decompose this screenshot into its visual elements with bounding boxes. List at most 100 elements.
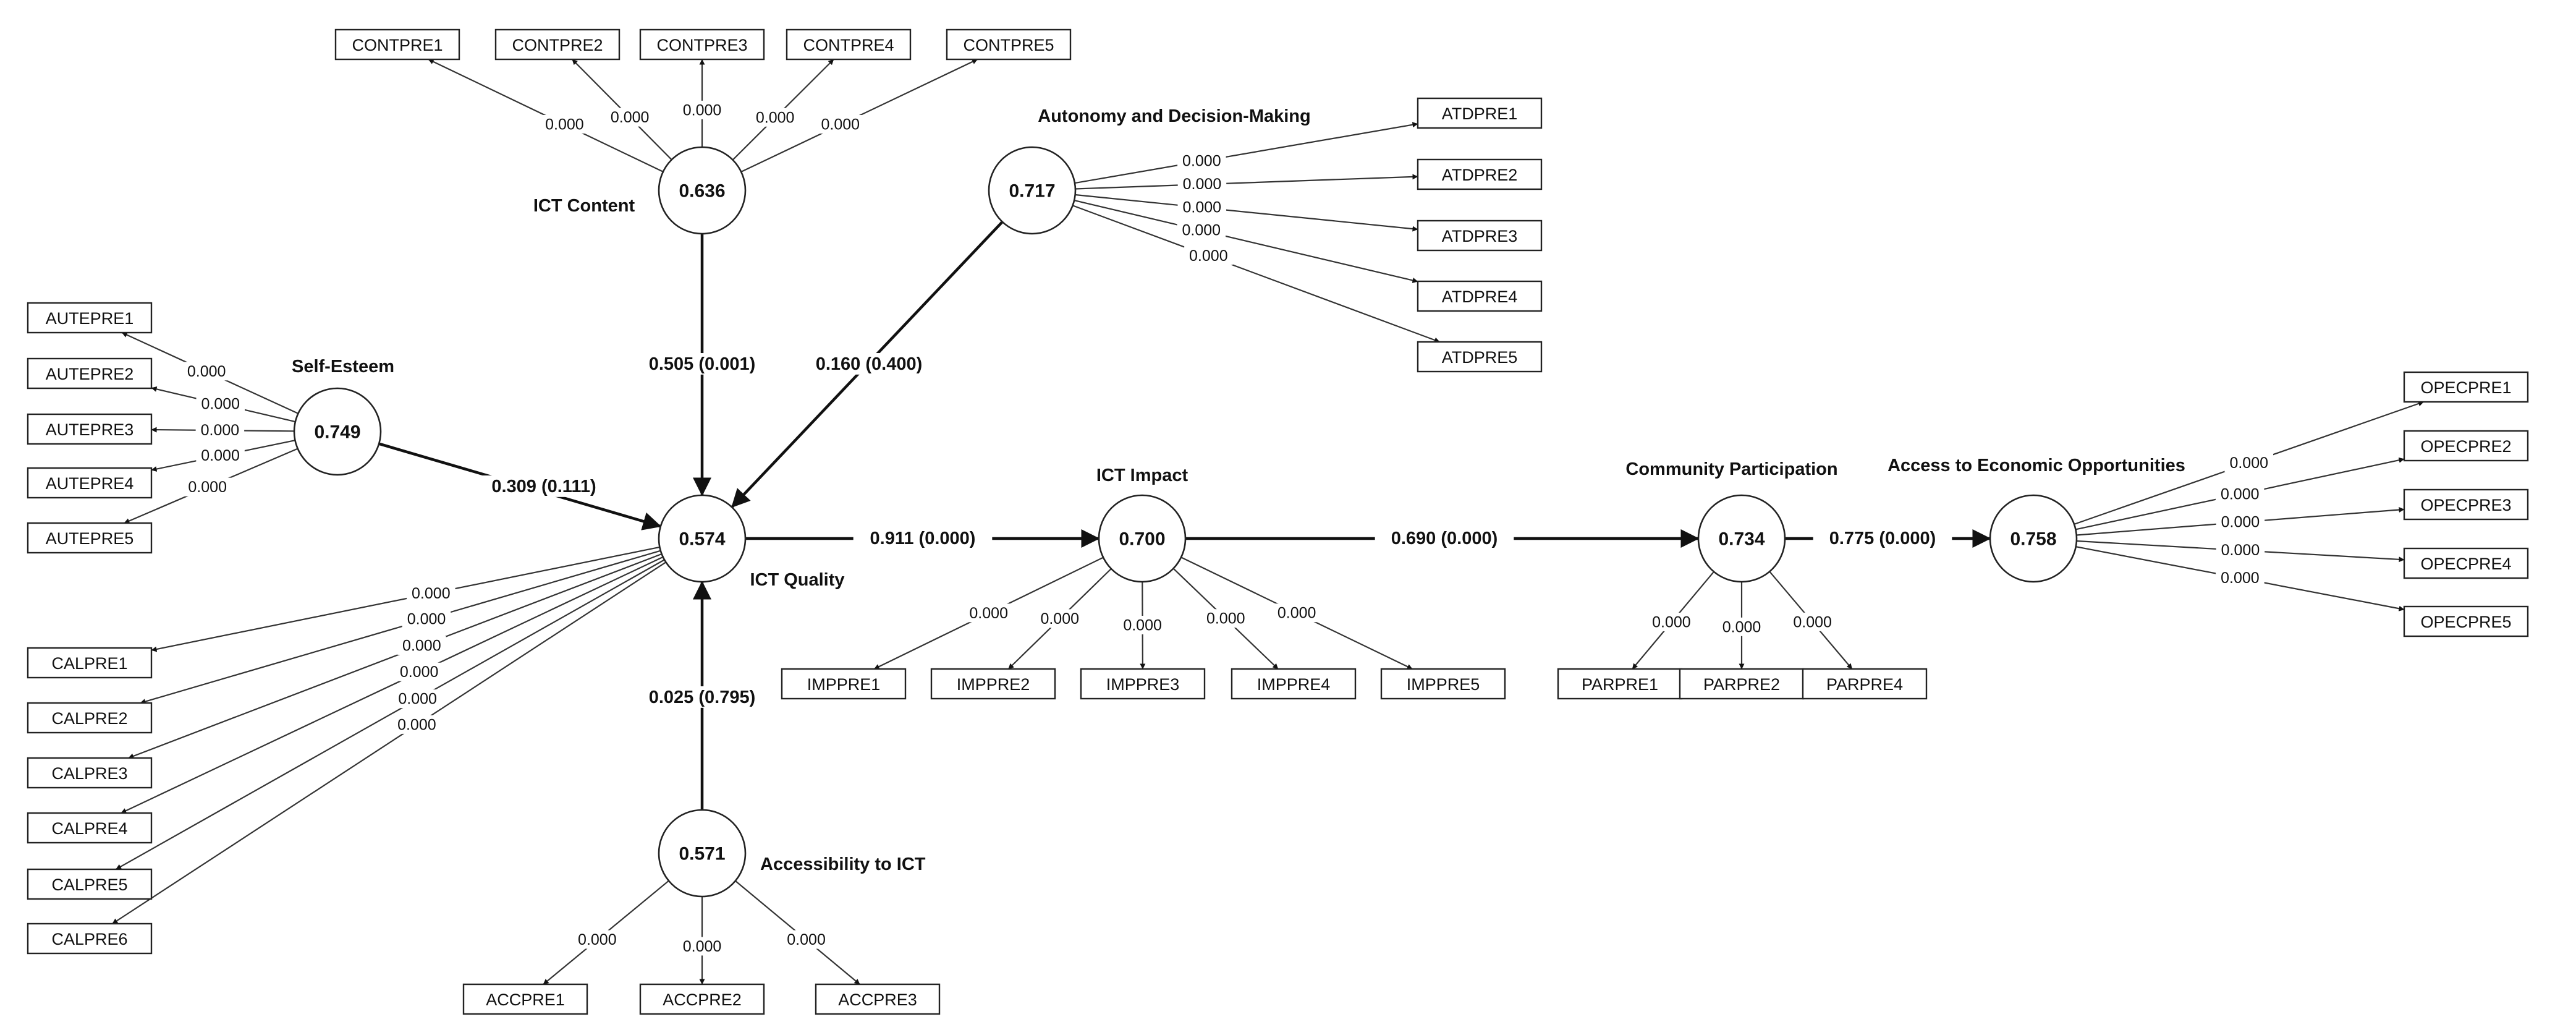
construct-name-self-esteem: Self-Esteem [292,357,394,377]
loading-label-imppre1: 0.000 [964,603,1013,623]
construct-ict-impact[interactable]: 0.700 [1098,494,1187,583]
indicator-label: OPECPRE2 [2420,437,2511,456]
loading-label-atdpre1: 0.000 [1177,151,1226,171]
loading-label-opecpre5: 0.000 [2216,568,2265,587]
indicator-contpre1[interactable]: CONTPRE1 [334,28,460,61]
indicator-opecpre3[interactable]: OPECPRE3 [2403,488,2529,521]
construct-accessibility[interactable]: 0.571 [658,809,747,898]
loading-label-imppre2: 0.000 [1035,609,1084,628]
indicator-opecpre5[interactable]: OPECPRE5 [2403,605,2529,637]
loading-label-atdpre3: 0.000 [1177,198,1227,217]
loading-label-atdpre4: 0.000 [1177,221,1226,240]
indicator-label: CONTPRE4 [803,36,894,54]
construct-economic[interactable]: 0.758 [1989,494,2078,583]
construct-community[interactable]: 0.734 [1697,494,1786,583]
indicator-label: AUTEPRE1 [46,309,134,328]
indicator-calpre5[interactable]: CALPRE5 [27,868,153,900]
indicator-parpre4[interactable]: PARPRE4 [1802,668,1928,700]
loading-arrow-atdpre1 [1074,122,1418,184]
indicator-label: OPECPRE3 [2420,496,2511,514]
loading-arrow-calpre6 [112,561,666,924]
indicator-autepre5[interactable]: AUTEPRE5 [27,522,153,554]
loading-label-contpre1: 0.000 [540,114,589,134]
svg-text:0.000: 0.000 [397,716,436,733]
indicator-opecpre4[interactable]: OPECPRE4 [2403,547,2529,579]
loading-label-contpre4: 0.000 [750,108,800,127]
indicator-atdpre2[interactable]: ATDPRE2 [1417,158,1543,190]
indicator-autepre2[interactable]: AUTEPRE2 [27,357,153,390]
svg-text:0.000: 0.000 [756,109,795,126]
construct-ict-content[interactable]: 0.636 [658,146,747,235]
indicator-label: AUTEPRE3 [46,420,134,439]
svg-text:0.000: 0.000 [1206,610,1245,628]
svg-text:0.000: 0.000 [969,605,1008,622]
indicator-imppre1[interactable]: IMPPRE1 [781,668,907,700]
indicator-label: CALPRE5 [51,875,127,894]
construct-r2-value: 0.758 [2010,529,2056,550]
indicator-accpre1[interactable]: ACCPRE1 [462,983,588,1015]
loading-label-accpre2: 0.000 [677,937,727,956]
indicator-calpre2[interactable]: CALPRE2 [27,702,153,734]
indicator-contpre2[interactable]: CONTPRE2 [494,28,621,61]
svg-text:0.000: 0.000 [1652,613,1691,631]
indicator-calpre3[interactable]: CALPRE3 [27,757,153,789]
svg-text:0.505 (0.001): 0.505 (0.001) [649,354,756,374]
indicator-label: IMPPRE4 [1257,675,1331,694]
indicator-contpre5[interactable]: CONTPRE5 [946,28,1072,61]
svg-text:0.000: 0.000 [1722,618,1761,636]
indicator-accpre2[interactable]: ACCPRE2 [639,983,765,1015]
indicator-parpre1[interactable]: PARPRE1 [1557,668,1683,700]
indicator-atdpre3[interactable]: ATDPRE3 [1417,219,1543,252]
loading-label-parpre2: 0.000 [1717,617,1766,636]
svg-text:0.000: 0.000 [578,931,617,948]
indicator-parpre2[interactable]: PARPRE2 [1679,668,1805,700]
indicator-accpre3[interactable]: ACCPRE3 [815,983,941,1015]
indicator-contpre4[interactable]: CONTPRE4 [786,28,912,61]
loading-label-atdpre5: 0.000 [1184,246,1233,265]
svg-text:0.025 (0.795): 0.025 (0.795) [649,688,756,707]
indicator-autepre4[interactable]: AUTEPRE4 [27,467,153,499]
construct-r2-value: 0.571 [679,844,725,864]
indicator-label: OPECPRE5 [2420,613,2511,631]
svg-text:0.000: 0.000 [1183,176,1222,193]
indicator-label: CALPRE6 [51,930,127,948]
construct-r2-value: 0.734 [1718,529,1765,550]
loading-label-parpre4: 0.000 [1788,612,1837,631]
indicator-calpre4[interactable]: CALPRE4 [27,812,153,844]
indicator-autepre3[interactable]: AUTEPRE3 [27,413,153,445]
indicator-label: IMPPRE5 [1407,675,1480,694]
svg-text:0.000: 0.000 [2229,454,2268,472]
indicator-atdpre1[interactable]: ATDPRE1 [1417,97,1543,129]
path-coefficient-self-esteem-to-ict-quality: 0.309 (0.111) [474,475,614,497]
indicator-imppre5[interactable]: IMPPRE5 [1380,668,1506,700]
indicator-label: IMPPRE3 [1106,675,1180,694]
indicator-opecpre2[interactable]: OPECPRE2 [2403,430,2529,462]
indicator-atdpre4[interactable]: ATDPRE4 [1417,280,1543,312]
construct-self-esteem[interactable]: 0.749 [293,387,382,476]
svg-text:0.000: 0.000 [683,938,722,955]
svg-text:0.000: 0.000 [1189,247,1228,265]
indicator-label: ATDPRE5 [1442,348,1518,367]
indicator-calpre1[interactable]: CALPRE1 [27,647,153,679]
indicator-atdpre5[interactable]: ATDPRE5 [1417,341,1543,373]
indicator-imppre2[interactable]: IMPPRE2 [930,668,1056,700]
construct-autonomy[interactable]: 0.717 [988,146,1077,235]
indicator-label: AUTEPRE2 [46,365,134,383]
construct-ict-quality[interactable]: 0.574 [658,494,747,583]
loading-arrow-calpre2 [140,550,661,704]
loading-arrow-atdpre3 [1075,194,1418,232]
construct-r2-value: 0.700 [1119,529,1165,550]
indicator-autepre1[interactable]: AUTEPRE1 [27,302,153,334]
svg-text:0.000: 0.000 [201,396,240,413]
svg-text:0.000: 0.000 [1182,153,1221,170]
indicator-calpre6[interactable]: CALPRE6 [27,922,153,955]
loading-label-calpre5: 0.000 [393,689,442,709]
svg-text:0.000: 0.000 [821,116,860,134]
indicator-contpre3[interactable]: CONTPRE3 [639,28,765,61]
indicator-imppre3[interactable]: IMPPRE3 [1080,668,1206,700]
indicator-opecpre1[interactable]: OPECPRE1 [2403,371,2529,403]
svg-text:0.000: 0.000 [2221,542,2260,559]
indicator-imppre4[interactable]: IMPPRE4 [1231,668,1357,700]
loading-label-imppre5: 0.000 [1272,603,1321,623]
